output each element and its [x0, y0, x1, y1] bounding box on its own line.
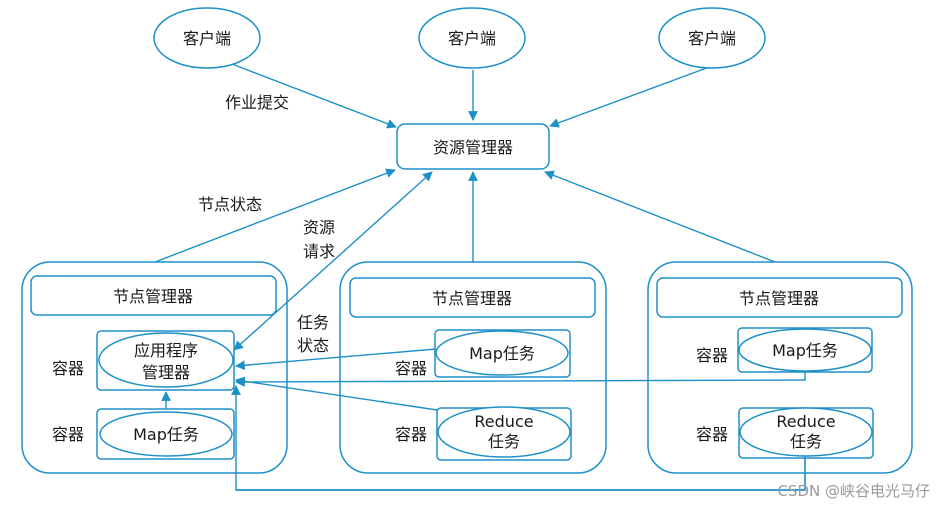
- node-1-container-1-label: 容器: [52, 359, 84, 378]
- resource-request-label-2: 请求: [303, 242, 335, 261]
- node-1: 节点管理器 容器 应用程序 管理器 容器 Map任务: [21, 261, 288, 474]
- node-1-app-master-line2: 管理器: [142, 363, 190, 382]
- node-1-manager-label: 节点管理器: [113, 287, 193, 306]
- arrow-resource-request: [233, 171, 433, 351]
- node-1-container-2-label: 容器: [52, 425, 84, 444]
- node-2: 节点管理器 容器 Map任务 容器 Reduce 任务: [339, 261, 607, 474]
- node-2-reduce-task-line1: Reduce: [474, 412, 533, 431]
- client-1-label: 客户端: [183, 29, 231, 48]
- node-1-app-master-line1: 应用程序: [134, 341, 198, 360]
- client-3: [658, 7, 766, 69]
- node-3: 节点管理器 容器 Map任务 容器 Reduce 任务: [647, 261, 913, 474]
- resource-manager-label: 资源管理器: [433, 138, 513, 157]
- node-2-container-1-label: 容器: [395, 359, 427, 378]
- node-1-manager-box: [30, 275, 277, 316]
- watermark: CSDN @峡谷电光马仔: [777, 482, 930, 500]
- node-1-map-task: [99, 411, 233, 457]
- node-2-reduce-task-line2: 任务: [488, 432, 520, 451]
- node-2-container-2-label: 容器: [395, 425, 427, 444]
- client-2: [418, 7, 526, 69]
- clients: [153, 7, 766, 69]
- job-submit-label: 作业提交: [225, 93, 289, 112]
- node-2-manager-box: [349, 277, 596, 318]
- resource-request-label-1: 资源: [303, 218, 335, 237]
- node-1-map-task-label: Map任务: [133, 425, 199, 444]
- arrow-node1-status: [154, 168, 396, 263]
- node-3-frame: [647, 261, 913, 474]
- node-3-manager-label: 节点管理器: [739, 289, 819, 308]
- node-3-manager-box: [656, 277, 903, 318]
- arrow-node3-status: [544, 170, 776, 263]
- arrow-client3-to-rm: [549, 65, 713, 128]
- node-3-reduce-task-line1: Reduce: [776, 412, 835, 431]
- client-2-label: 客户端: [448, 29, 496, 48]
- node-3-reduce-task-line2: 任务: [790, 432, 822, 451]
- node-2-frame: [339, 261, 607, 474]
- node-1-frame: [21, 261, 288, 474]
- node-3-map-task-label: Map任务: [772, 341, 838, 360]
- client-3-label: 客户端: [688, 29, 736, 48]
- node-3-container-2-label: 容器: [696, 425, 728, 444]
- arrow-client1-to-rm: [231, 63, 397, 129]
- node-3-container-1-label: 容器: [696, 346, 728, 365]
- task-status-label-2: 状态: [297, 336, 329, 355]
- node-1-app-master: [98, 332, 234, 388]
- node-3-reduce-task: [739, 407, 873, 457]
- node-2-map-task-label: Map任务: [469, 344, 535, 363]
- bottom-route-line: [236, 456, 806, 491]
- arrow-reduce2-status: [235, 376, 438, 411]
- task-status-label-1: 任务: [297, 313, 329, 332]
- node-2-reduce-task: [437, 406, 571, 458]
- resource-manager-box: [396, 123, 550, 170]
- node-2-manager-label: 节点管理器: [432, 289, 512, 308]
- client-1: [153, 7, 261, 69]
- node-3-map-task: [738, 328, 872, 372]
- node-status-label: 节点状态: [198, 195, 262, 214]
- arrow-map2-status: [235, 348, 437, 371]
- node-2-map-task: [435, 330, 569, 376]
